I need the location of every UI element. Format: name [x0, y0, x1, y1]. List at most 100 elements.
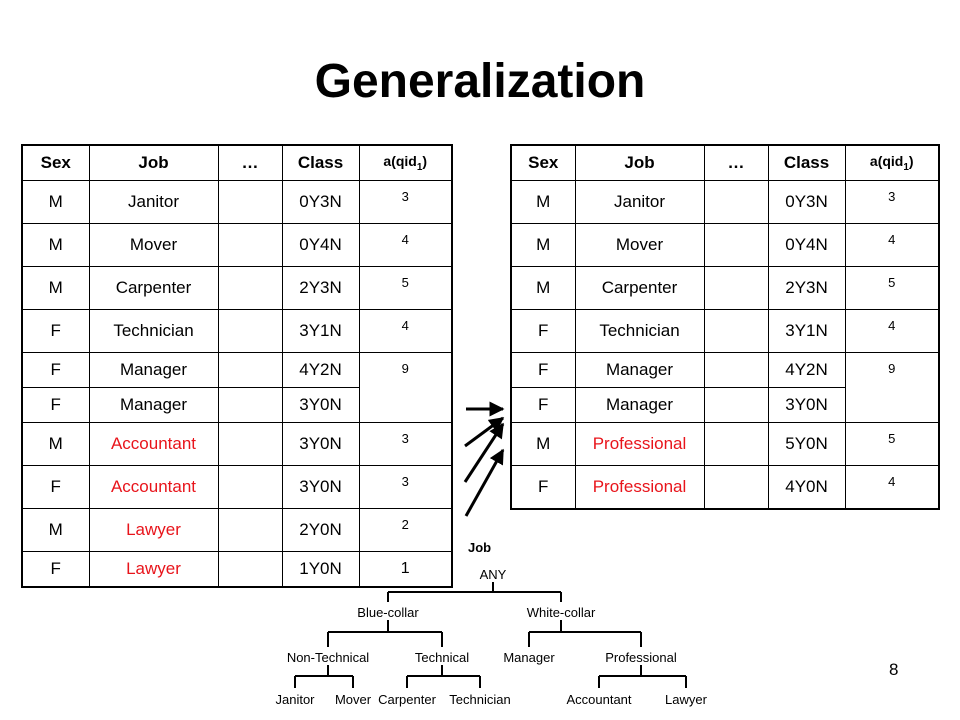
cell-sex: F	[21, 465, 90, 509]
cell-class: 2Y3N	[281, 266, 360, 310]
cell-class: 1Y0N	[281, 551, 360, 588]
cell-sex: M	[21, 266, 90, 310]
table-row: M Carpenter 2Y3N 5	[510, 266, 940, 310]
tree-node-non-technical: Non-Technical	[287, 650, 369, 665]
cell-job: Carpenter	[574, 266, 705, 310]
page-number: 8	[889, 660, 899, 679]
tree-node-carpenter: Carpenter	[378, 692, 436, 707]
table-row: F Technician 3Y1N 4	[510, 309, 940, 353]
tree-node-accountant: Accountant	[566, 692, 631, 707]
cell-class: 4Y2N	[281, 352, 360, 388]
tree-node-professional: Professional	[605, 650, 677, 665]
cell-aqid: 4	[358, 223, 453, 267]
cell-sex: F	[510, 352, 576, 388]
table-row: M Accountant 3Y0N 3	[21, 422, 453, 466]
header-class: Class	[767, 144, 846, 181]
header-aqid: a(qid1)	[844, 144, 940, 181]
cell-job: Technician	[88, 309, 219, 353]
header-dots: …	[703, 144, 769, 181]
cell-dots	[217, 309, 283, 353]
cell-aqid: 2	[358, 508, 453, 552]
cell-sex: M	[510, 266, 576, 310]
cell-dots	[217, 266, 283, 310]
cell-job: Carpenter	[88, 266, 219, 310]
table-row: F Manager 3Y0N	[510, 387, 939, 423]
tree-node-manager: Manager	[503, 650, 555, 665]
cell-sex: F	[510, 465, 576, 510]
arrow-lawyer-f	[464, 448, 505, 517]
table-header-row: Sex Job … Class a(qid1)	[510, 144, 940, 181]
tree-node-technical: Technical	[415, 650, 469, 665]
cell-sex: M	[21, 180, 90, 224]
table-row: F Lawyer 1Y0N 1	[21, 551, 453, 588]
cell-class: 0Y4N	[281, 223, 360, 267]
cell-sex: M	[21, 508, 90, 552]
cell-aqid: 3	[358, 422, 453, 466]
cell-dots	[703, 180, 769, 224]
cell-sex: M	[510, 223, 576, 267]
cell-dots	[703, 266, 769, 310]
cell-job: Manager	[88, 387, 219, 423]
cell-sex: M	[510, 180, 576, 224]
tree-node-blue-collar: Blue-collar	[357, 605, 419, 620]
table-row: F Manager 4Y2N 9	[510, 352, 940, 423]
cell-aqid: 4	[844, 309, 940, 353]
tree-label-job: Job	[468, 540, 491, 555]
cell-dots	[217, 422, 283, 466]
cell-job: Lawyer	[88, 508, 219, 552]
header-sex: Sex	[510, 144, 576, 181]
table-row: F Accountant 3Y0N 3	[21, 465, 453, 509]
cell-dots	[703, 465, 769, 510]
header-aqid: a(qid1)	[358, 144, 453, 181]
cell-dots	[217, 551, 283, 588]
arrow-lawyer-m	[463, 422, 505, 483]
cell-job: Lawyer	[88, 551, 219, 588]
tree-node-lawyer: Lawyer	[665, 692, 708, 707]
cell-job: Manager	[574, 352, 705, 388]
table-row: M Mover 0Y4N 4	[21, 223, 453, 267]
table-row: M Lawyer 2Y0N 2	[21, 508, 453, 552]
tree-node-technician: Technician	[449, 692, 510, 707]
cell-sex: F	[21, 309, 90, 353]
cell-class: 3Y0N	[281, 465, 360, 509]
generalized-table: Sex Job … Class a(qid1) M Janitor 0Y3N 3…	[510, 144, 940, 510]
table-row: M Carpenter 2Y3N 5	[21, 266, 453, 310]
cell-class: 0Y3N	[281, 180, 360, 224]
original-table: Sex Job … Class a(qid1) M Janitor 0Y3N 3…	[21, 144, 453, 588]
slide-title: Generalization	[314, 55, 646, 108]
cell-aqid: 5	[844, 422, 940, 466]
table-row: M Professional 5Y0N 5	[510, 422, 940, 466]
cell-job: Mover	[574, 223, 705, 267]
table-row: F Manager 3Y0N	[21, 387, 452, 423]
cell-aqid: 4	[844, 465, 940, 510]
cell-aqid: 9	[358, 352, 453, 423]
cell-dots	[703, 352, 769, 388]
cell-job: Professional	[574, 422, 705, 466]
cell-dots	[217, 508, 283, 552]
tree-node-white-collar: White-collar	[527, 605, 596, 620]
tree-node-janitor: Janitor	[275, 692, 315, 707]
header-dots: …	[217, 144, 283, 181]
table-row: F Professional 4Y0N 4	[510, 465, 940, 510]
cell-aqid: 3	[844, 180, 940, 224]
cell-job: Mover	[88, 223, 219, 267]
cell-class: 2Y3N	[767, 266, 846, 310]
job-taxonomy-tree: Job ANY Blue-collar White-collar Non-Tec…	[275, 540, 708, 707]
cell-dots	[217, 465, 283, 509]
cell-job: Professional	[574, 465, 705, 510]
cell-job: Janitor	[88, 180, 219, 224]
tree-node-mover: Mover	[335, 692, 372, 707]
cell-class: 2Y0N	[281, 508, 360, 552]
cell-aqid: 1	[358, 551, 453, 588]
cell-aqid: 9	[844, 352, 940, 423]
cell-class: 4Y0N	[767, 465, 846, 510]
cell-dots	[703, 422, 769, 466]
table-row: M Janitor 0Y3N 3	[21, 180, 453, 224]
cell-class: 4Y2N	[767, 352, 846, 388]
table-row: F Manager 4Y2N 9	[21, 352, 453, 423]
table-row: M Janitor 0Y3N 3	[510, 180, 940, 224]
tree-node-any: ANY	[480, 567, 507, 582]
cell-aqid: 3	[358, 465, 453, 509]
cell-sex: M	[21, 223, 90, 267]
